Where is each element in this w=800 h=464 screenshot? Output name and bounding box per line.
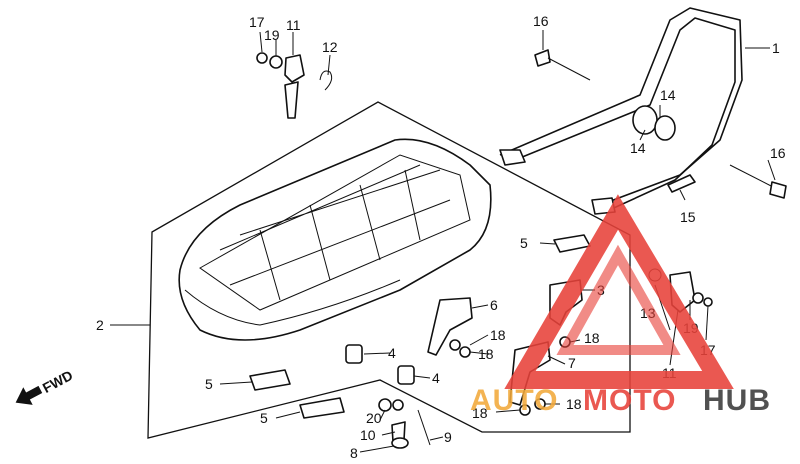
callout-19: 19 (264, 27, 280, 43)
trim-strip (667, 174, 696, 193)
callout-18: 18 (490, 327, 506, 343)
callout-5: 5 (205, 376, 213, 392)
watermark-logo: AUTO MOTO HUB (470, 194, 771, 417)
callout-10: 10 (360, 427, 376, 443)
fwd-arrow: FWD (15, 367, 76, 405)
hook-lock-assembly (256, 52, 333, 119)
callout-14: 14 (630, 140, 646, 156)
rubber-bushings (632, 105, 676, 141)
fwd-label: FWD (40, 367, 76, 396)
watermark-hub: HUB (703, 384, 771, 417)
callout-5: 5 (520, 235, 528, 251)
callout-18: 18 (584, 330, 600, 346)
callout-9: 9 (444, 429, 452, 445)
callout-18: 18 (478, 346, 494, 362)
callout-17: 17 (249, 14, 265, 30)
grab-rail (499, 7, 743, 215)
callout-7: 7 (568, 355, 576, 371)
bolt-lower (729, 164, 787, 199)
callout-2: 2 (96, 317, 104, 333)
callout-4: 4 (432, 370, 440, 386)
callout-15: 15 (680, 209, 696, 225)
seat-frame-outline (147, 101, 631, 439)
callout-16: 16 (770, 145, 786, 161)
watermark-moto: MOTO (583, 384, 676, 417)
bolt-upper (534, 49, 591, 81)
watermark-auto: AUTO (470, 384, 558, 417)
callout-1: 1 (772, 40, 780, 56)
callout-16: 16 (533, 13, 549, 29)
callout-20: 20 (366, 410, 382, 426)
callout-11: 11 (286, 17, 301, 33)
cushion-a (345, 344, 363, 364)
callout-5: 5 (260, 410, 268, 426)
callout-14: 14 (660, 87, 676, 103)
latch-assembly (378, 398, 431, 449)
callout-12: 12 (322, 39, 338, 55)
cushion-b (397, 365, 415, 385)
callout-18: 18 (566, 396, 582, 412)
seat (178, 138, 492, 341)
callout-8: 8 (350, 445, 358, 461)
callout-18: 18 (472, 405, 488, 421)
bracket-6 (427, 297, 473, 356)
callout-4: 4 (388, 345, 396, 361)
callout-6: 6 (490, 297, 498, 313)
